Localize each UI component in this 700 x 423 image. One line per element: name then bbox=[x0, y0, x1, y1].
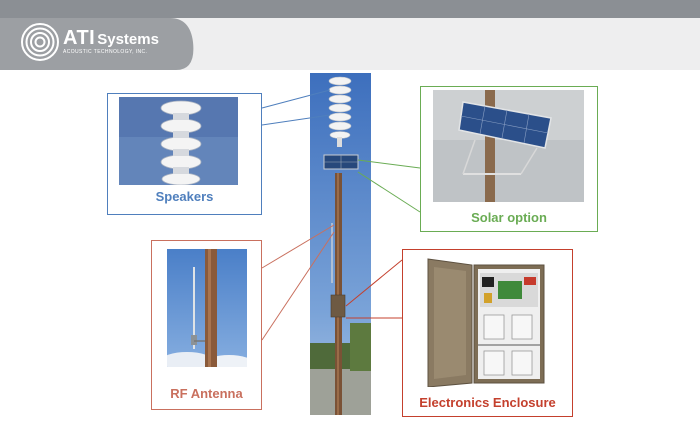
electronics-caption: Electronics Enclosure bbox=[419, 395, 556, 410]
solar-caption: Solar option bbox=[471, 210, 547, 225]
solar-connector-top bbox=[357, 159, 421, 169]
rf-connector-top bbox=[261, 224, 335, 269]
electronics-photo bbox=[426, 255, 548, 387]
rf-antenna-caption: RF Antenna bbox=[170, 386, 243, 401]
brand-tagline: ACOUSTIC TECHNOLOGY, INC. bbox=[63, 49, 148, 55]
speakers-connector-top bbox=[261, 89, 331, 109]
top-bar bbox=[0, 0, 700, 18]
solar-connector-bottom bbox=[357, 171, 421, 213]
speakers-connector-bottom bbox=[261, 114, 331, 126]
electronics-connector-top bbox=[345, 259, 403, 307]
rf-connector-bottom bbox=[261, 231, 335, 341]
pole-photo bbox=[310, 73, 371, 415]
rf-antenna-photo bbox=[167, 249, 247, 367]
ati-logo-icon bbox=[21, 23, 59, 61]
speakers-photo bbox=[119, 97, 238, 185]
speakers-caption: Speakers bbox=[155, 189, 214, 204]
solar-photo bbox=[433, 90, 584, 202]
